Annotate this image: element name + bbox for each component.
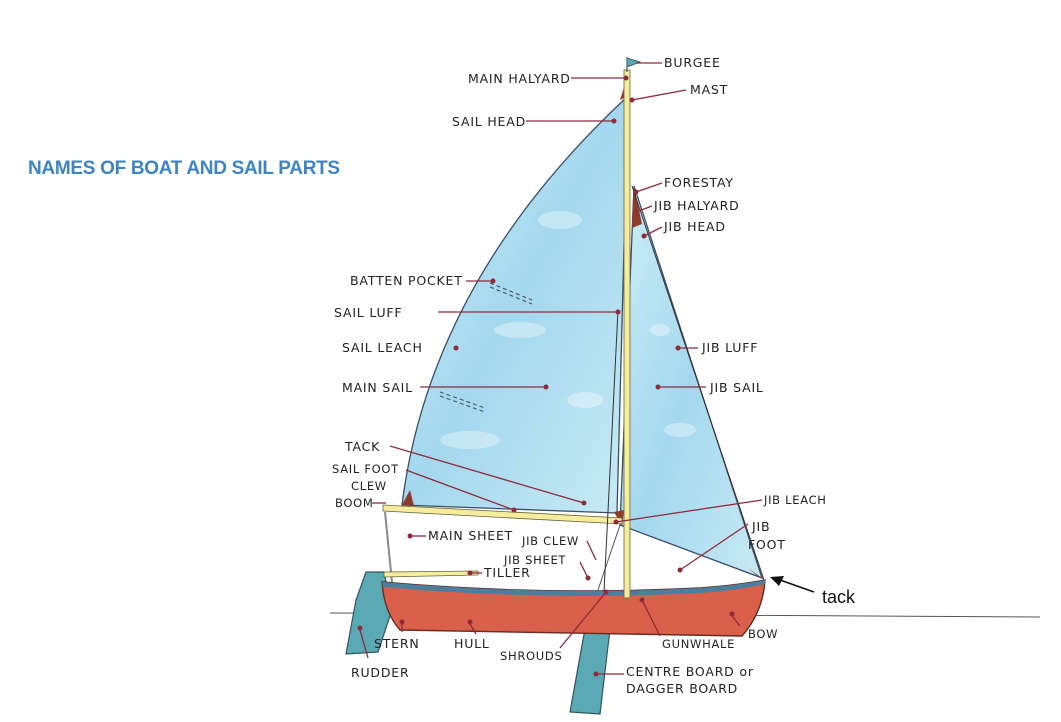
label-boom: BOOM — [335, 496, 374, 510]
label-stern: STERN — [374, 636, 420, 651]
label-mast: MAST — [690, 82, 728, 97]
label-jib-halyard: JIB HALYARD — [653, 198, 740, 213]
label-tack: TACK — [344, 439, 380, 454]
label-sail-luff: SAIL LUFF — [334, 305, 402, 320]
gunwhale-strip — [382, 580, 765, 596]
tiller-spar — [383, 570, 479, 578]
label-jib-foot-line1: JIB — [751, 519, 770, 534]
label-jib-foot-line2: FOOT — [748, 537, 786, 552]
label-shrouds: SHROUDS — [500, 649, 562, 663]
label-sail-foot: SAIL FOOT — [332, 462, 399, 476]
label-tack-arrow: tack — [822, 587, 856, 607]
label-clew: CLEW — [351, 479, 387, 493]
label-burgee: BURGEE — [664, 55, 721, 70]
label-main-sail: MAIN SAIL — [342, 380, 413, 395]
boom-spar — [382, 504, 623, 525]
mast-spar — [623, 69, 631, 599]
label-jib-clew: JIB CLEW — [521, 534, 579, 548]
label-bow: BOW — [748, 627, 778, 641]
tack-arrow-head — [770, 576, 784, 586]
label-main-halyard: MAIN HALYARD — [468, 71, 571, 86]
tack-arrow-line — [779, 579, 815, 593]
label-tiller: TILLER — [483, 565, 531, 580]
label-sail-head: SAIL HEAD — [452, 114, 526, 129]
label-sail-leach: SAIL LEACH — [342, 340, 423, 355]
leader-lines — [357, 62, 763, 677]
label-gunwhale: GUNWHALE — [662, 637, 735, 651]
label-hull: HULL — [454, 636, 490, 651]
jib-sheet-line — [597, 524, 621, 591]
shroud-wire — [603, 309, 619, 593]
label-jib-sheet: JIB SHEET — [503, 553, 566, 567]
main-sheet-line — [384, 511, 393, 583]
batten-pocket-lower — [439, 391, 486, 409]
label-main-sheet: MAIN SHEET — [428, 528, 513, 543]
jib-head-patch — [632, 186, 642, 228]
batten-pocket-upper — [489, 282, 533, 301]
label-jib-sail: JIB SAIL — [709, 380, 764, 395]
label-jib-leach: JIB LEACH — [763, 493, 827, 507]
label-jib-head: JIB HEAD — [663, 219, 726, 234]
diagram-title: NAMES OF BOAT AND SAIL PARTS — [28, 158, 340, 179]
jib-foot-patch — [748, 568, 762, 578]
main-sail — [401, 94, 629, 514]
label-jib-luff: JIB LUFF — [701, 340, 758, 355]
label-centre-board-line1: CENTRE BOARD or — [626, 664, 754, 679]
label-centre-board-line2: DAGGER BOARD — [626, 681, 738, 696]
label-batten-pocket: BATTEN POCKET — [350, 273, 463, 288]
forestay-wire — [631, 185, 765, 581]
label-rudder: RUDDER — [351, 665, 409, 680]
burgee-flag — [626, 57, 642, 68]
clew-patch — [402, 490, 414, 506]
label-forestay: FORESTAY — [664, 175, 734, 190]
